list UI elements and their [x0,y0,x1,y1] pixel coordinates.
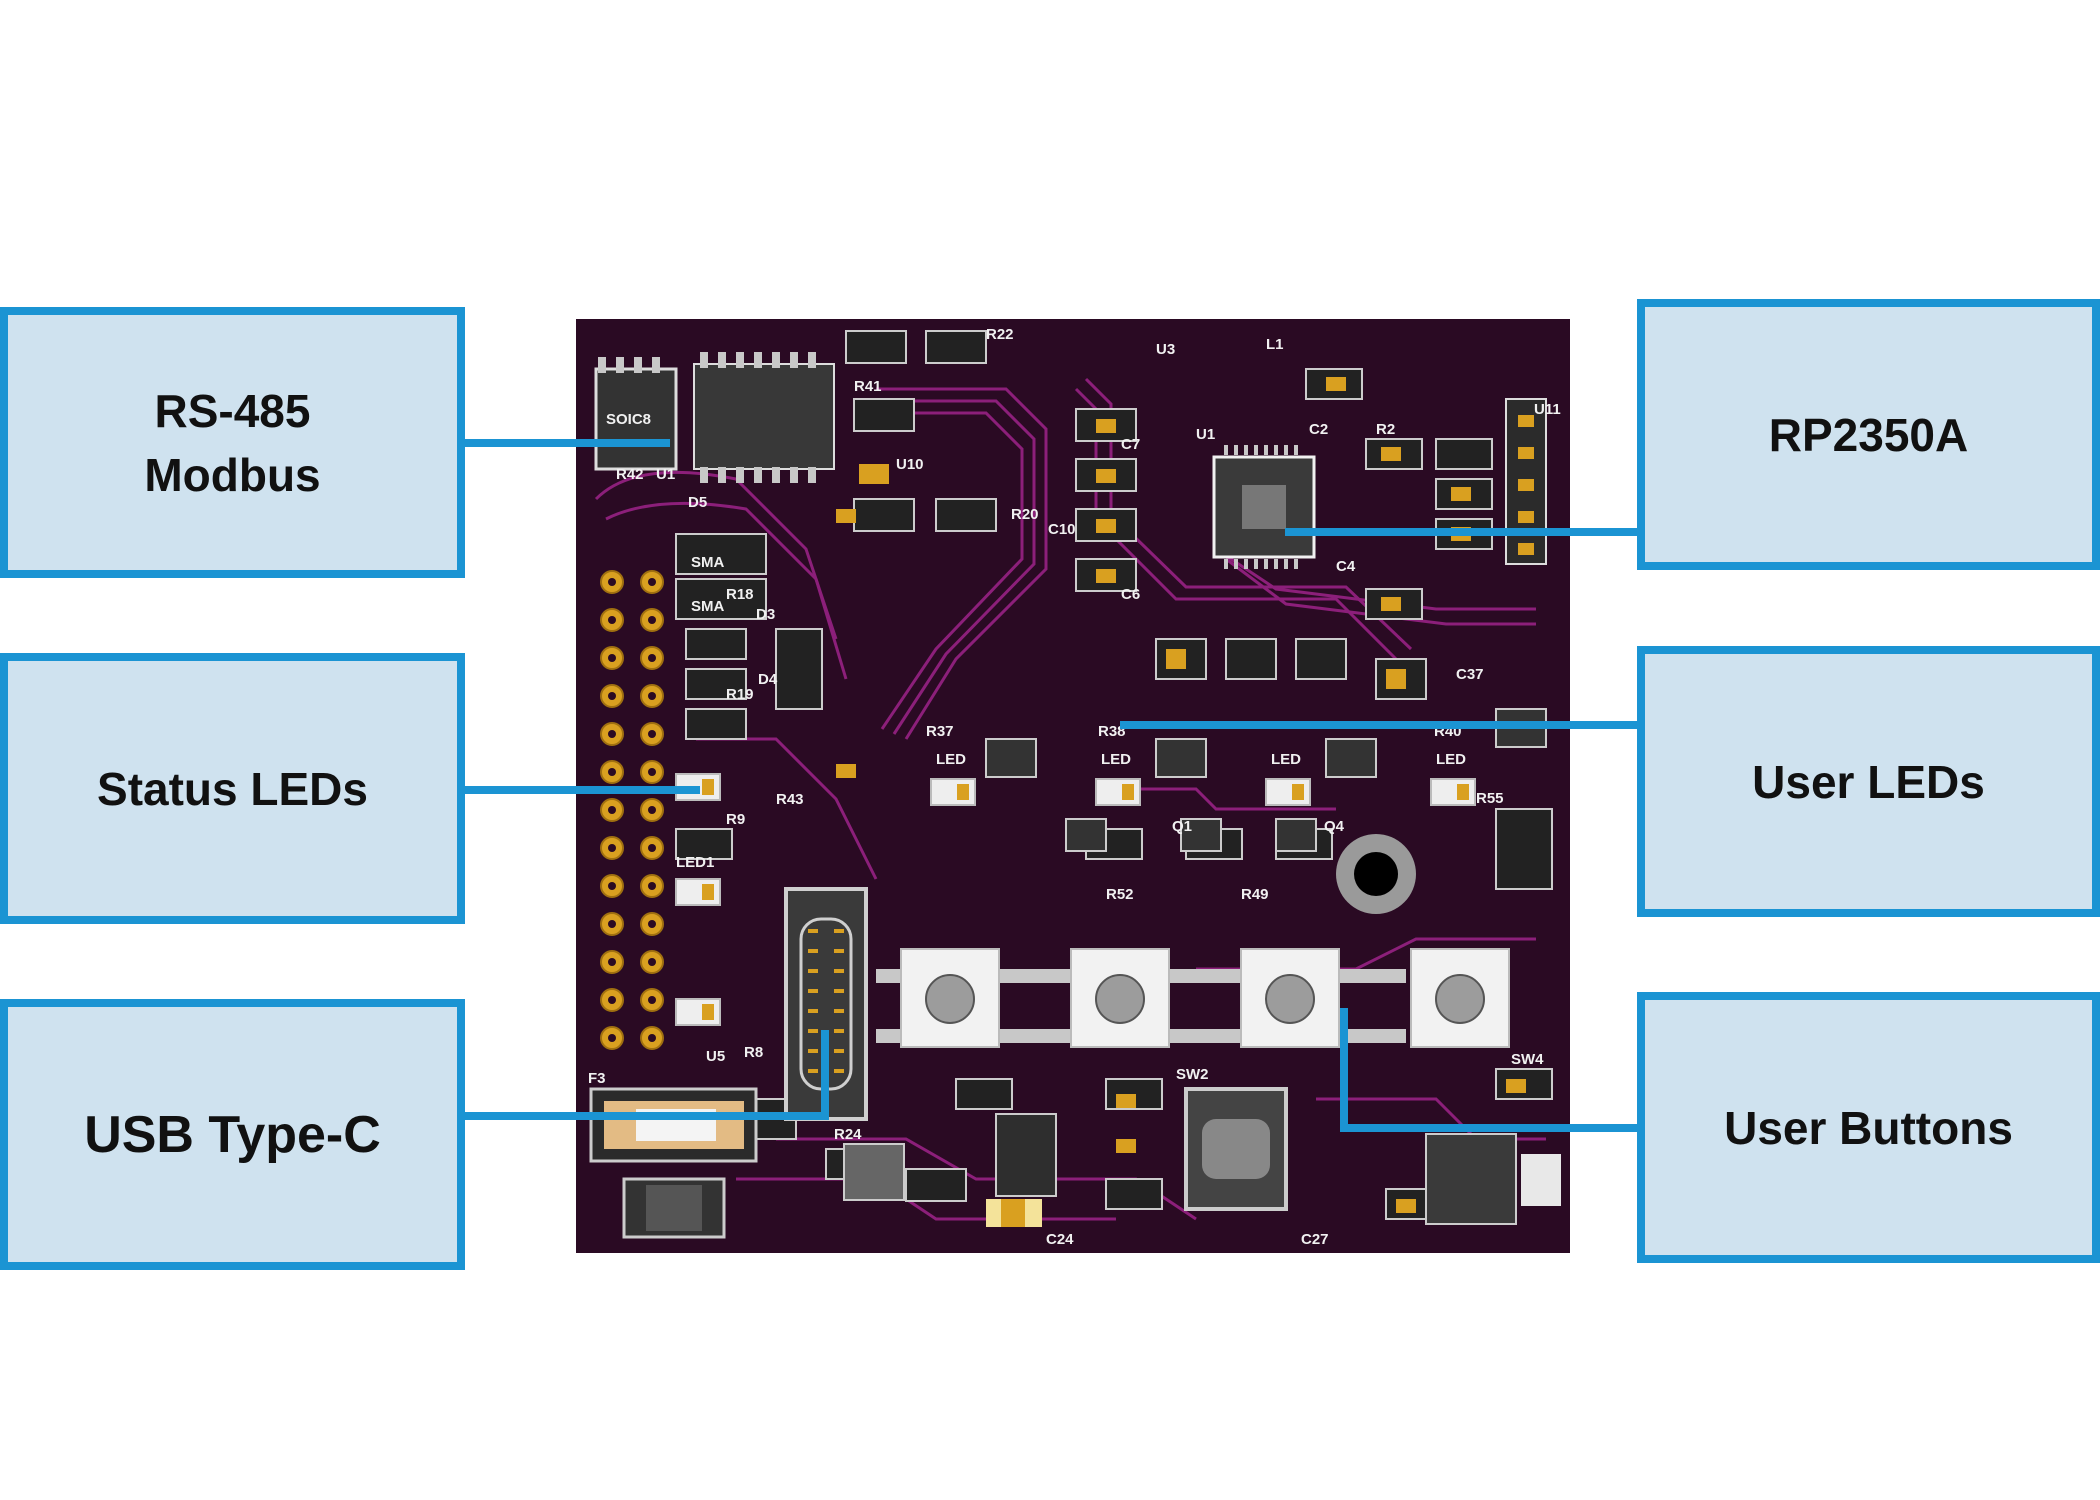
fuse-f3 [589,1087,758,1239]
callout-user-buttons-label: User Buttons [1724,1101,2013,1154]
silk-r38: R38 [1098,723,1126,740]
silk-r22: R22 [986,326,1014,343]
pcb-artwork: D5 D3 D4 R42 U1 R41 U10 R22 R20 C10 C7 C… [588,326,1561,1248]
callout-usb-type-c: USB Type-C [0,999,465,1270]
silk-c37: C37 [1456,666,1484,683]
silk-l1: L1 [1266,336,1284,353]
callout-user-buttons: User Buttons [1637,992,2100,1263]
silk-r40: R40 [1434,723,1462,740]
rp2350a-chip [1212,445,1316,569]
silk-u13: U1 [656,466,675,483]
silk-c2: C2 [1309,421,1328,438]
usb-type-c-connector [784,887,868,1121]
silk-r37: R37 [926,723,954,740]
mounting-hole [1336,834,1416,914]
callout-user-leds: User LEDs [1637,646,2100,917]
callout-usb-label: USB Type-C [84,1105,381,1164]
callout-rp2350a-label: RP2350A [1768,408,1969,461]
silk-u5: U5 [706,1048,725,1065]
silk-r41: R41 [854,378,882,395]
silk-q1: Q1 [1172,818,1192,835]
silk-sma-a: SMA [691,554,725,571]
silk-r20: R20 [1011,506,1039,523]
silk-c6: C6 [1121,586,1140,603]
silk-led-d: LED [1436,751,1466,768]
silk-r2: R2 [1376,421,1395,438]
silk-u3: U3 [1156,341,1175,358]
silk-c27: C27 [1301,1231,1329,1248]
silk-r19: R19 [726,686,754,703]
silk-d5: D5 [688,494,707,511]
silk-c7: C7 [1121,436,1140,453]
silk-c4: C4 [1336,558,1356,575]
silk-r9: R9 [726,811,745,828]
silk-led-c: LED [1271,751,1301,768]
silk-r24: R24 [834,1126,862,1143]
silk-u11: U11 [1534,401,1561,418]
silk-r42: R42 [616,466,644,483]
silk-led-b: LED [1101,751,1131,768]
u11-header [1505,398,1547,565]
silk-r52: R52 [1106,886,1134,903]
tactile-buttons [876,948,1510,1048]
callout-rs485-line1: RS-485 [154,384,311,437]
silk-r43: R43 [776,791,804,808]
silk-r18: R18 [726,586,754,603]
callout-rs485-modbus: RS-485 Modbus [0,307,465,578]
silk-led1: LED1 [676,854,714,871]
silk-d3: D3 [756,606,775,623]
silk-u10: U10 [896,456,924,473]
silk-u1: U1 [1196,426,1215,443]
silk-r49: R49 [1241,886,1269,903]
callout-user-leds-label: User LEDs [1752,755,1985,808]
silk-sw2: SW2 [1176,1066,1209,1083]
silk-c10: C10 [1048,521,1076,538]
callout-rp2350a: RP2350A [1637,299,2100,570]
silk-r8: R8 [744,1044,763,1061]
silk-d4: D4 [758,671,778,688]
pcb-board: D5 D3 D4 R42 U1 R41 U10 R22 R20 C10 C7 C… [576,319,1570,1253]
silk-soic8: SOIC8 [606,411,651,428]
silk-led-a: LED [936,751,966,768]
silkscreen-labels: D5 D3 D4 R42 U1 R41 U10 R22 R20 C10 C7 C… [588,326,1561,1248]
power-components [843,1087,1561,1227]
silk-q4: Q4 [1324,818,1345,835]
callout-status-leds-label: Status LEDs [97,762,368,815]
silk-sw4: SW4 [1511,1051,1544,1068]
silk-r55: R55 [1476,790,1504,807]
silk-sma-b: SMA [691,598,725,615]
rs485-chips [594,352,835,483]
silk-c24: C24 [1046,1231,1074,1248]
pin-header [600,570,664,1050]
callout-status-leds: Status LEDs [0,653,465,924]
silk-f3: F3 [588,1070,606,1087]
callout-rs485-line2: Modbus [144,448,321,501]
